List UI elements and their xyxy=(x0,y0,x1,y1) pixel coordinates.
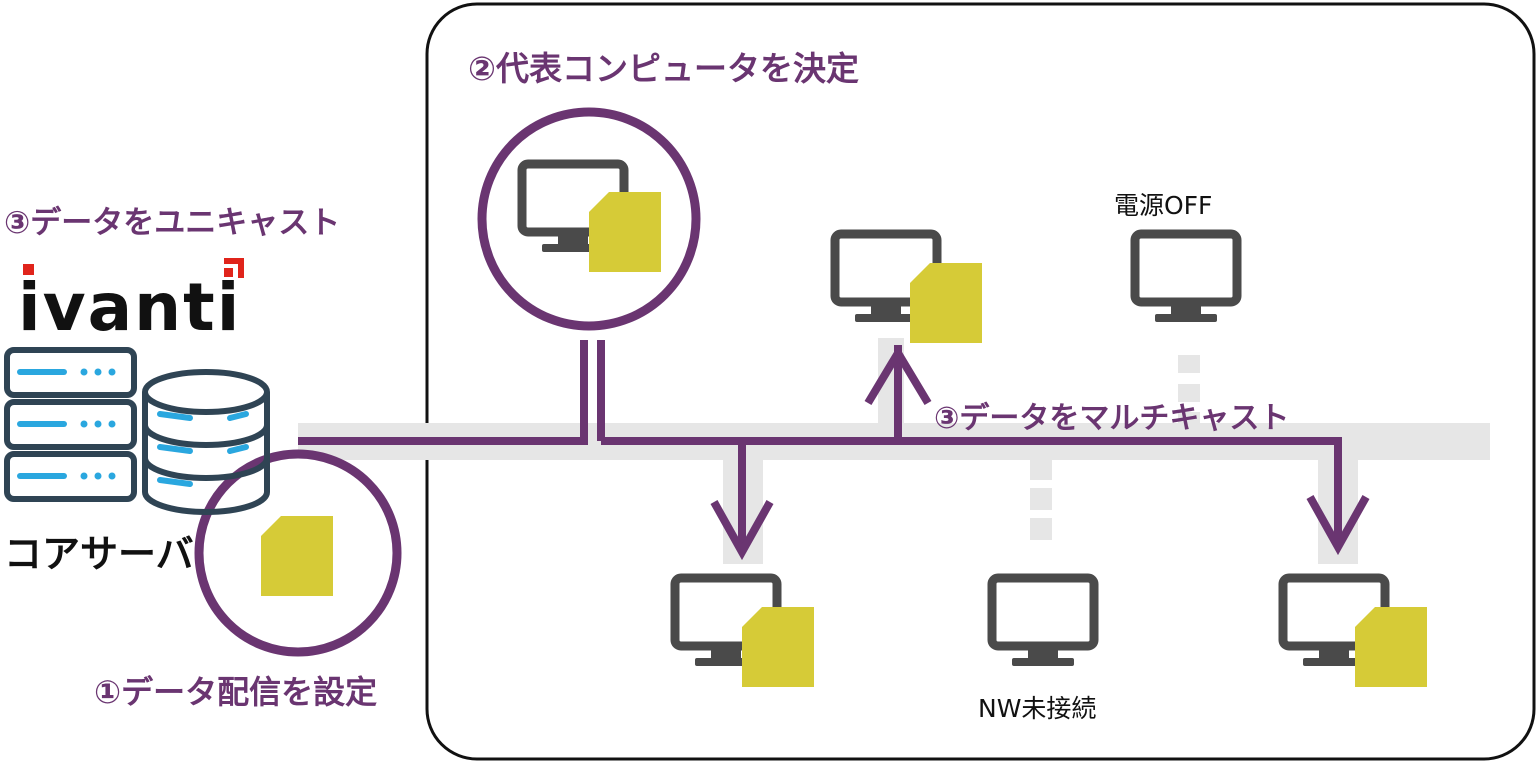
branch-bottom-mid-dashed-1 xyxy=(1030,458,1052,480)
logo-accent-mark xyxy=(224,258,244,278)
arrow-down-right-icon xyxy=(1306,495,1370,556)
branch-top-right-dashed-3 xyxy=(1178,412,1200,424)
arrow-down-left-icon xyxy=(710,500,774,561)
unicast-line xyxy=(298,340,588,445)
core-server-label: コアサーバ xyxy=(4,532,194,576)
power-off-label: 電源OFF xyxy=(1114,191,1212,220)
step-distribution-label: ①データ配信を設定 xyxy=(94,673,377,711)
branch-top-right-dashed-1 xyxy=(1178,355,1200,373)
server-rack-icon xyxy=(4,347,137,502)
branch-top-right-dashed-2 xyxy=(1178,384,1200,402)
power-off-monitor-icon xyxy=(1135,234,1237,322)
client-bottom-right-data-file-icon xyxy=(1355,607,1427,687)
step-representative-label: ②代表コンピュータを決定 xyxy=(468,49,859,88)
arrow-up-icon xyxy=(864,345,932,406)
nw-disconnected-monitor-icon xyxy=(992,578,1094,666)
distribution-data-file-icon xyxy=(261,516,333,596)
network-boundary xyxy=(425,2,1536,761)
step-unicast-label: ③データをユニキャスト xyxy=(4,205,340,241)
client-bottom-left-data-file-icon xyxy=(742,607,814,687)
branch-bottom-mid-dashed-2 xyxy=(1030,488,1052,510)
nw-disconnected-label: NW未接続 xyxy=(978,694,1096,723)
representative-data-file-icon xyxy=(589,192,661,272)
step-multicast-label: ③データをマルチキャスト xyxy=(934,401,1289,436)
brand-name: ivanti xyxy=(18,269,241,346)
multicast-line-main xyxy=(601,437,1342,545)
branch-bottom-mid-dashed-3 xyxy=(1030,518,1052,540)
database-icon xyxy=(142,369,270,515)
client-top-data-file-icon xyxy=(910,263,982,343)
ivanti-logo: ivanti xyxy=(18,258,244,346)
